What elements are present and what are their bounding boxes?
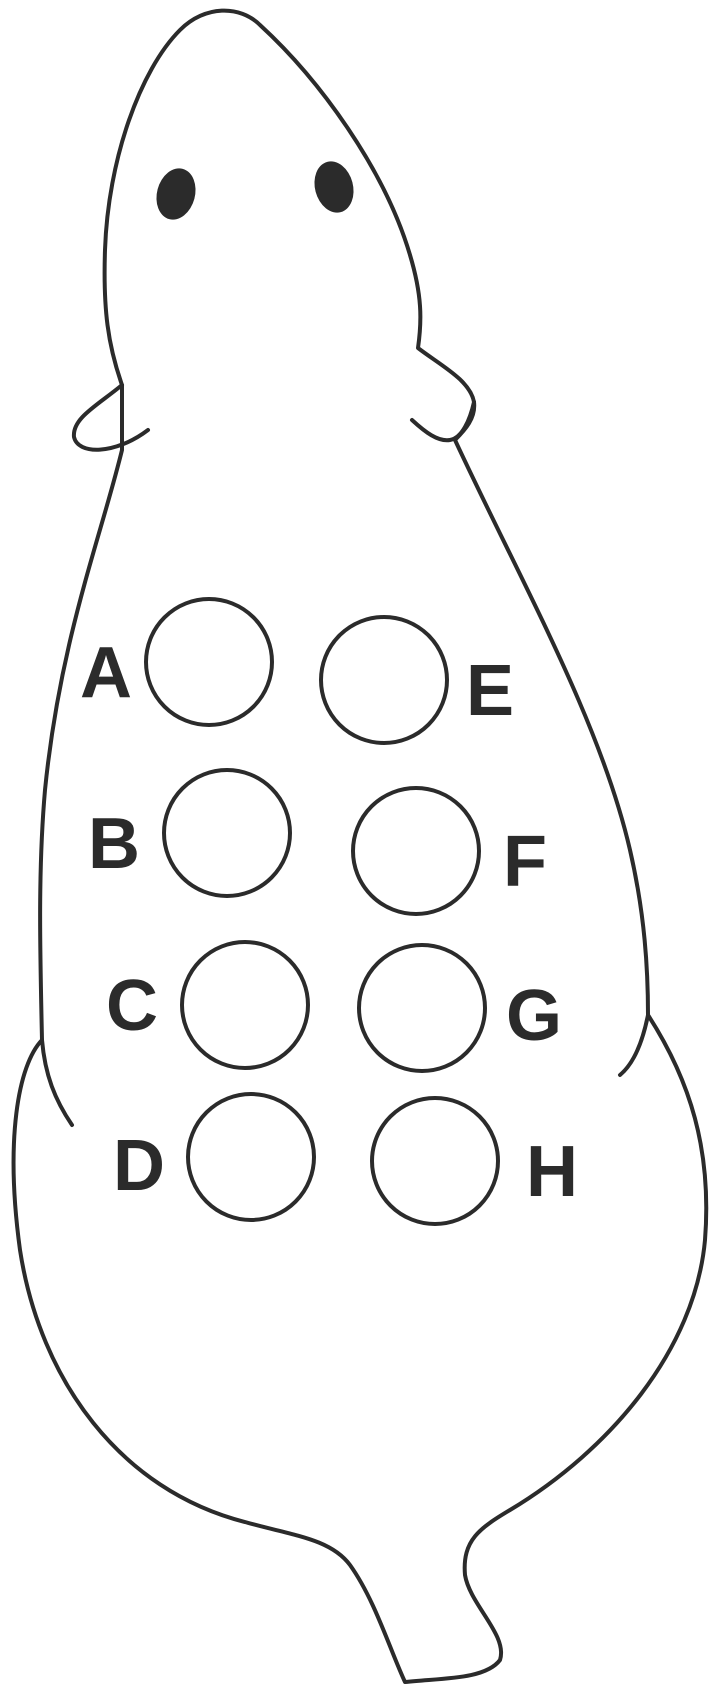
- site-label-e: E: [466, 651, 514, 731]
- right-eye-icon: [309, 157, 359, 217]
- site-circle-g: [359, 945, 485, 1071]
- site-circles: [146, 599, 498, 1224]
- left-forelimb: [74, 385, 148, 450]
- right-forelimb: [412, 402, 474, 440]
- site-label-g: G: [506, 976, 562, 1056]
- site-label-h: H: [526, 1132, 578, 1212]
- site-label-d: D: [113, 1126, 165, 1206]
- site-circle-d: [188, 1094, 314, 1220]
- site-label-b: B: [88, 804, 140, 884]
- site-circle-c: [182, 942, 308, 1068]
- site-labels: A B CD E FGH: [80, 633, 578, 1212]
- site-label-a: A: [80, 633, 132, 713]
- site-circle-h: [372, 1098, 498, 1224]
- right-hindlimb: [620, 1015, 648, 1075]
- site-label-c: C: [106, 966, 158, 1046]
- left-eye-icon: [151, 164, 201, 224]
- site-label-f: F: [503, 822, 547, 902]
- site-circle-e: [321, 617, 447, 743]
- site-circle-f: [353, 788, 479, 914]
- site-circle-b: [164, 770, 290, 896]
- left-hindlimb: [42, 1040, 72, 1125]
- site-circle-a: [146, 599, 272, 725]
